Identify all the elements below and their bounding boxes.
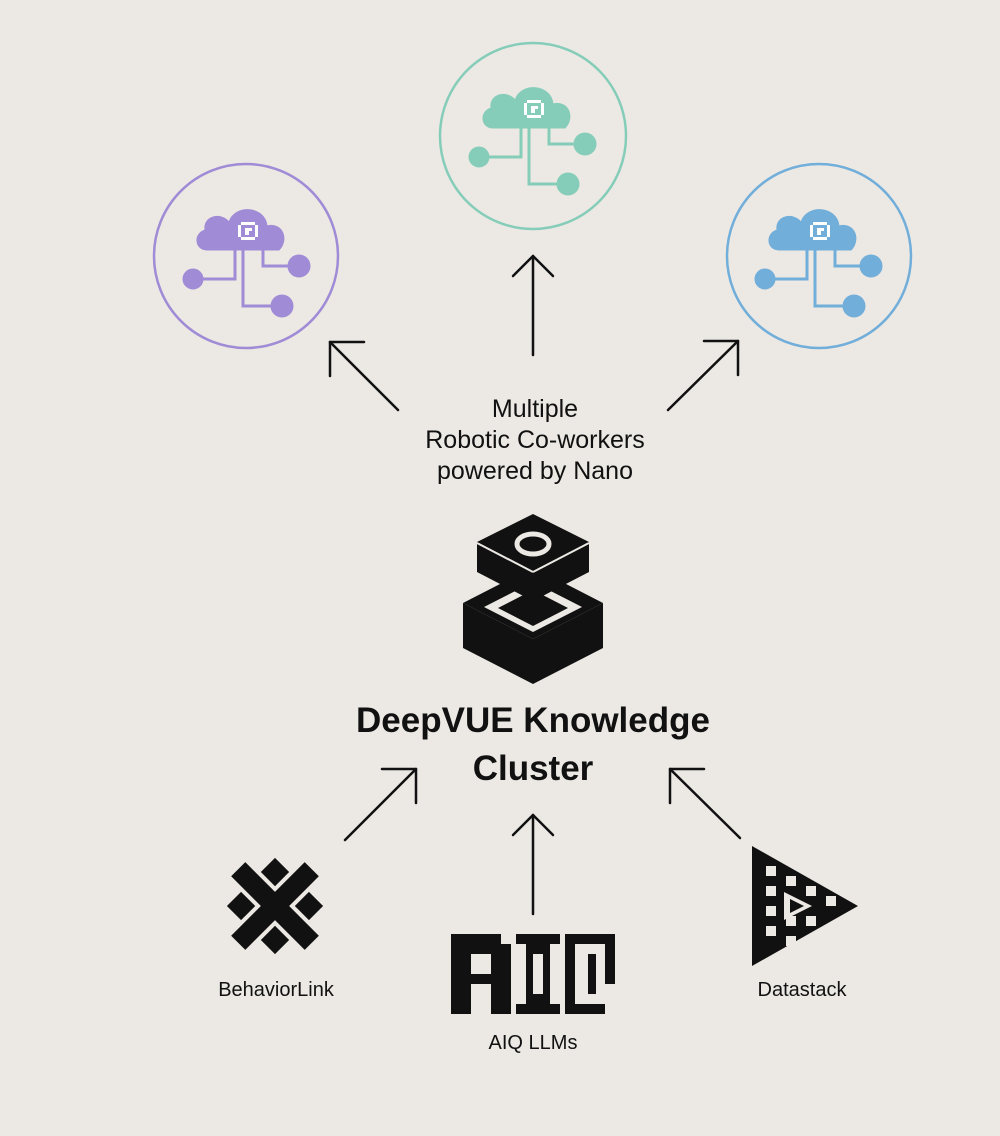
pixel-aiq-icon (451, 934, 615, 1014)
coworker-teal (438, 41, 628, 231)
source-label-aiq: AIQ LLMs (488, 1032, 578, 1054)
coworkers-label: Multiple Robotic Co-workers powered by N… (330, 394, 740, 487)
pixel-cross-icon (226, 857, 324, 955)
coworkers-label-line-3: powered by Nano (437, 457, 633, 485)
coworkers-label-line-2: Robotic Co-workers (425, 426, 645, 454)
cloud-network-icon (181, 208, 312, 319)
cloud-network-icon (467, 86, 598, 197)
arrow-to-coworker-teal (511, 254, 555, 357)
cluster-title: DeepVUE Knowledge Cluster (283, 697, 783, 793)
arrow-from-datastack (668, 767, 742, 840)
stacked-blocks-icon (463, 514, 603, 684)
source-label-behaviorlink: BehaviorLink (218, 979, 334, 1001)
arrow-to-coworker-purple (328, 340, 400, 412)
coworkers-label-line-1: Multiple (491, 395, 579, 423)
cluster-title-line-2: Cluster (472, 749, 594, 788)
arrow-from-aiq (511, 813, 555, 916)
coworker-purple (152, 162, 340, 350)
impossible-triangle-icon (752, 846, 858, 966)
cloud-network-icon (753, 208, 884, 319)
arrow-from-behaviorlink (343, 767, 418, 842)
source-label-datastack: Datastack (757, 979, 847, 1001)
cluster-title-line-1: DeepVUE Knowledge (356, 701, 710, 740)
coworker-blue (725, 162, 913, 350)
arrow-to-coworker-blue (666, 339, 740, 412)
